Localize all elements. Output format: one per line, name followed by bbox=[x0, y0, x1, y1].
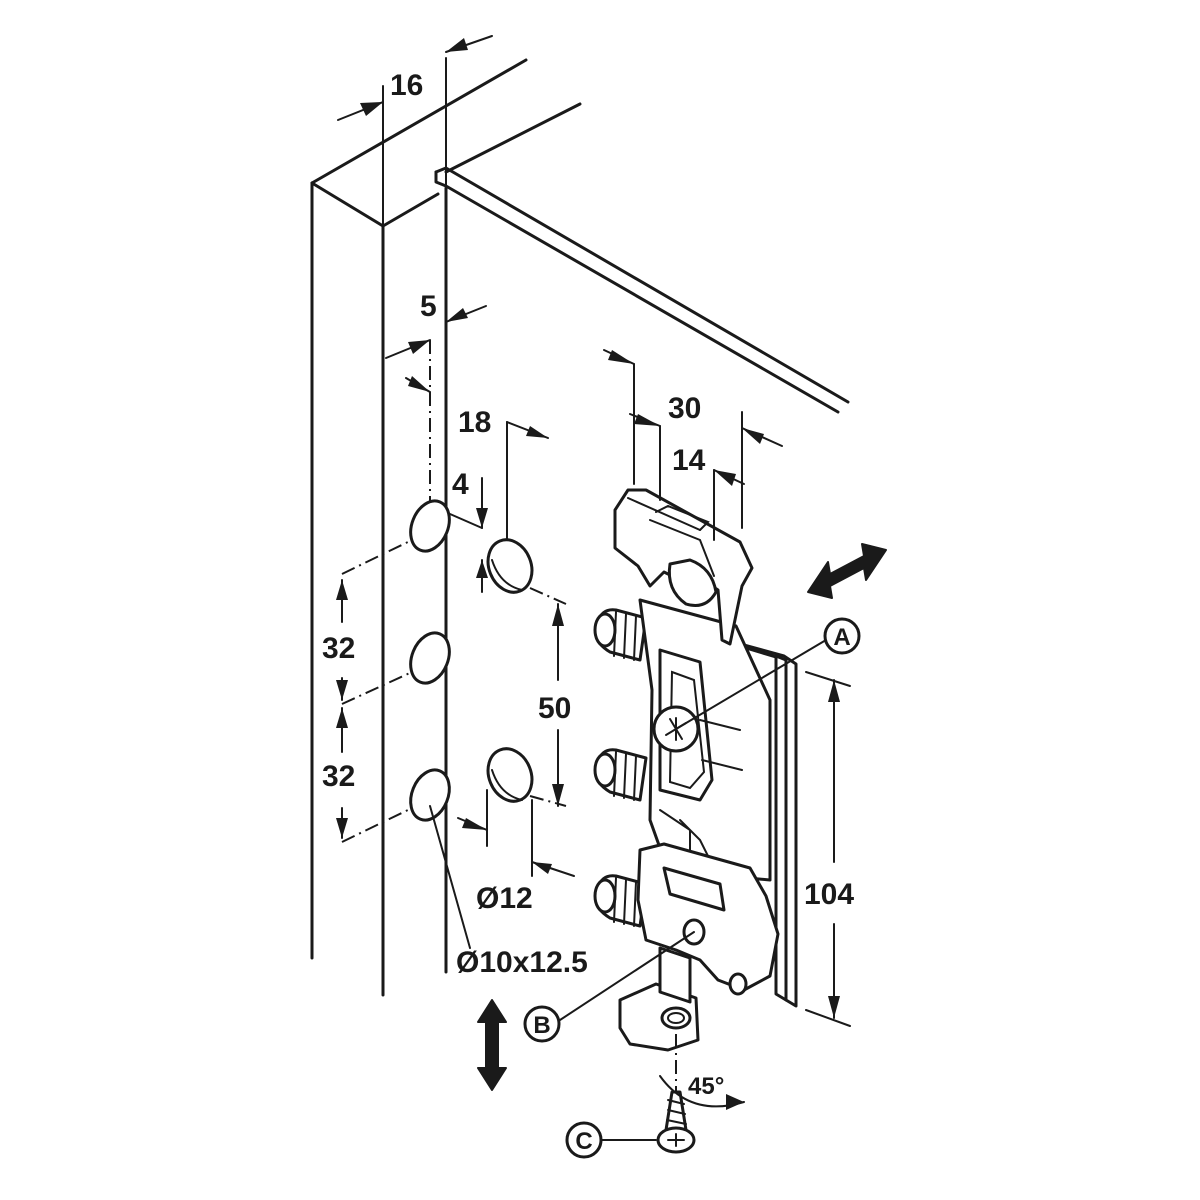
callout-label-a: A bbox=[833, 624, 850, 651]
dimension-5: 5 bbox=[385, 290, 487, 520]
dimension-label-dowel-hole: Ø12 bbox=[476, 882, 533, 915]
dimension-18-4: 18 4 bbox=[449, 406, 549, 593]
hanger-bracket bbox=[593, 488, 798, 1052]
side-panel bbox=[310, 58, 582, 997]
dimension-label-50: 50 bbox=[538, 692, 571, 725]
dimension-label-30: 30 bbox=[668, 392, 701, 425]
depth-adjust-arrow bbox=[807, 543, 887, 599]
screw-assembly: 45° C bbox=[565, 1034, 745, 1159]
callout-b: B bbox=[523, 931, 695, 1043]
wall-hole-2 bbox=[486, 747, 534, 803]
dimension-label-18: 18 bbox=[458, 406, 491, 439]
wall-panel bbox=[434, 166, 850, 414]
callout-a: A bbox=[675, 617, 861, 730]
dimension-label-screw-hole: Ø10x12.5 bbox=[456, 946, 588, 979]
side-hole-1 bbox=[409, 499, 451, 553]
dimension-label-4: 4 bbox=[452, 468, 469, 501]
height-adjust-arrow bbox=[477, 999, 507, 1091]
angle-label: 45° bbox=[688, 1073, 724, 1100]
spring-cylinders bbox=[593, 608, 648, 928]
dimension-32-pair: 32 32 bbox=[322, 539, 413, 843]
wall-holes bbox=[486, 538, 534, 803]
dimension-50: 50 bbox=[529, 587, 571, 807]
dimension-16: 16 bbox=[337, 35, 493, 227]
wall-hole-1 bbox=[486, 538, 534, 594]
dimension-label-104: 104 bbox=[804, 878, 854, 911]
dimension-label-16: 16 bbox=[390, 69, 423, 102]
callout-label-c: C bbox=[575, 1128, 592, 1155]
dimension-label-14: 14 bbox=[672, 444, 706, 477]
dimension-104: 104 bbox=[804, 671, 854, 1027]
dimension-label-32-upper: 32 bbox=[322, 632, 355, 665]
callout-label-b: B bbox=[533, 1012, 550, 1039]
dimension-30-14: 30 14 bbox=[603, 349, 783, 541]
side-holes bbox=[409, 499, 451, 822]
side-hole-3 bbox=[409, 768, 451, 822]
dimension-dowel-hole: Ø12 bbox=[457, 789, 575, 915]
dimension-screw-hole: Ø10x12.5 bbox=[429, 805, 588, 979]
dimension-label-5: 5 bbox=[420, 290, 437, 323]
dimension-label-32-lower: 32 bbox=[322, 760, 355, 793]
side-hole-2 bbox=[409, 631, 451, 685]
